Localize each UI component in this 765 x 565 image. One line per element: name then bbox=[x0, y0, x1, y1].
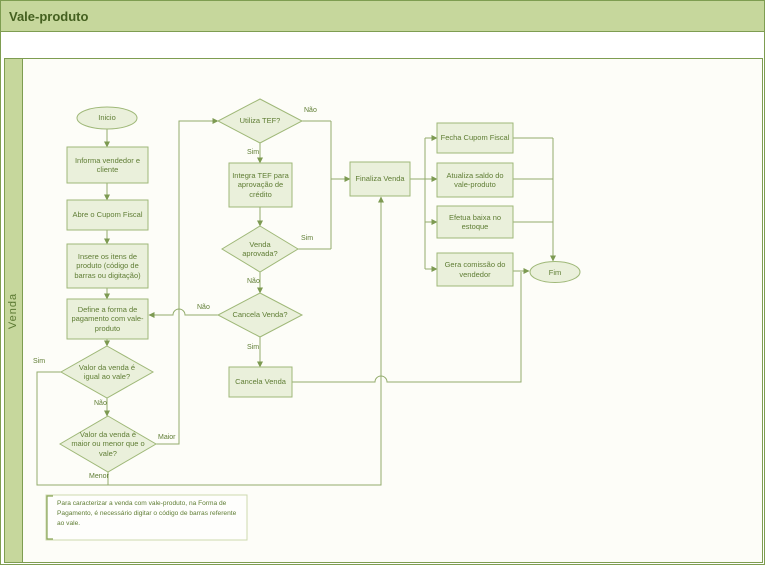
node-valor-igual: Valor da venda é igual ao vale? bbox=[78, 362, 136, 381]
cancela-venda-shape bbox=[228, 366, 293, 398]
edge-label-tef-sim: Sim bbox=[247, 149, 260, 156]
valor-igual-shape bbox=[59, 345, 155, 399]
venda-aprovada-shape bbox=[221, 225, 299, 273]
edge-label-aprovada-sim: Sim bbox=[301, 235, 314, 242]
define-shape bbox=[66, 298, 149, 340]
node-venda-aprovada: Venda aprovada? bbox=[242, 239, 278, 258]
gera-comissao-shape bbox=[436, 252, 514, 287]
edge-label-igual-nao: Não bbox=[94, 400, 107, 407]
node-fim: Fim bbox=[548, 267, 562, 277]
title-bar: Vale-produto bbox=[1, 1, 764, 32]
finaliza-shape bbox=[349, 161, 411, 197]
node-utiliza-tef: Utiliza TEF? bbox=[239, 116, 281, 126]
fim-shape bbox=[529, 261, 581, 283]
node-valor-maior-menor: Valor da venda é maior ou menor que o va… bbox=[71, 429, 145, 458]
abre-shape bbox=[66, 199, 149, 231]
node-abre-cupom: Abre o Cupom Fiscal bbox=[72, 210, 143, 220]
note-bracket-icon bbox=[46, 495, 53, 540]
inicio-shape bbox=[76, 106, 138, 130]
node-cancela-venda: Cancela Venda bbox=[235, 377, 286, 387]
note-box bbox=[45, 494, 248, 541]
shapes bbox=[45, 98, 581, 541]
page-title: Vale-produto bbox=[9, 8, 89, 24]
informa-shape bbox=[66, 146, 149, 184]
cancela-venda-q-shape bbox=[216, 292, 304, 338]
edge-label-cancela-nao: Não bbox=[197, 304, 210, 311]
node-insere-itens: Insere os itens de produto (código de ba… bbox=[74, 251, 141, 280]
node-finaliza-venda: Finaliza Venda bbox=[355, 174, 405, 184]
node-informa-vendedor: Informa vendedor e cliente bbox=[74, 155, 141, 174]
connectors bbox=[36, 118, 556, 486]
edge-label-tef-nao: Não bbox=[304, 107, 317, 114]
node-atualiza-saldo: Atualiza saldo do vale-produto bbox=[446, 170, 504, 189]
edge-label-aprovada-nao: Não bbox=[247, 278, 260, 285]
node-fecha-cupom: Fecha Cupom Fiscal bbox=[440, 133, 510, 143]
edge-label-maior: Maior bbox=[158, 434, 176, 441]
integra-tef-shape bbox=[228, 162, 293, 208]
node-gera-comissao: Gera comissão do vendedor bbox=[444, 260, 506, 279]
fecha-cupom-shape bbox=[436, 122, 514, 154]
node-integra-tef: Integra TEF para aprovação de crédito bbox=[232, 170, 289, 199]
edge-label-menor: Menor bbox=[89, 473, 109, 480]
swimlane-venda: Venda bbox=[5, 59, 23, 562]
node-efetua-baixa: Efetua baixa no estoque bbox=[448, 212, 502, 231]
efetua-baixa-shape bbox=[436, 205, 514, 239]
utiliza-tef-shape bbox=[216, 98, 304, 144]
atualiza-saldo-shape bbox=[436, 162, 514, 198]
valor-maior-menor-shape bbox=[59, 415, 157, 473]
edge-label-cancela-sim: Sim bbox=[247, 344, 260, 351]
annotation-note: Para caracterizar a venda com vale-produ… bbox=[57, 500, 237, 527]
node-cancela-venda-q: Cancela Venda? bbox=[232, 310, 288, 320]
edge-label-igual-sim: Sim bbox=[33, 358, 46, 365]
node-define-pagamento: Define a forma de pagamento com vale-pro… bbox=[71, 304, 144, 333]
node-inicio: Inicio bbox=[98, 113, 116, 123]
insere-shape bbox=[66, 243, 149, 289]
